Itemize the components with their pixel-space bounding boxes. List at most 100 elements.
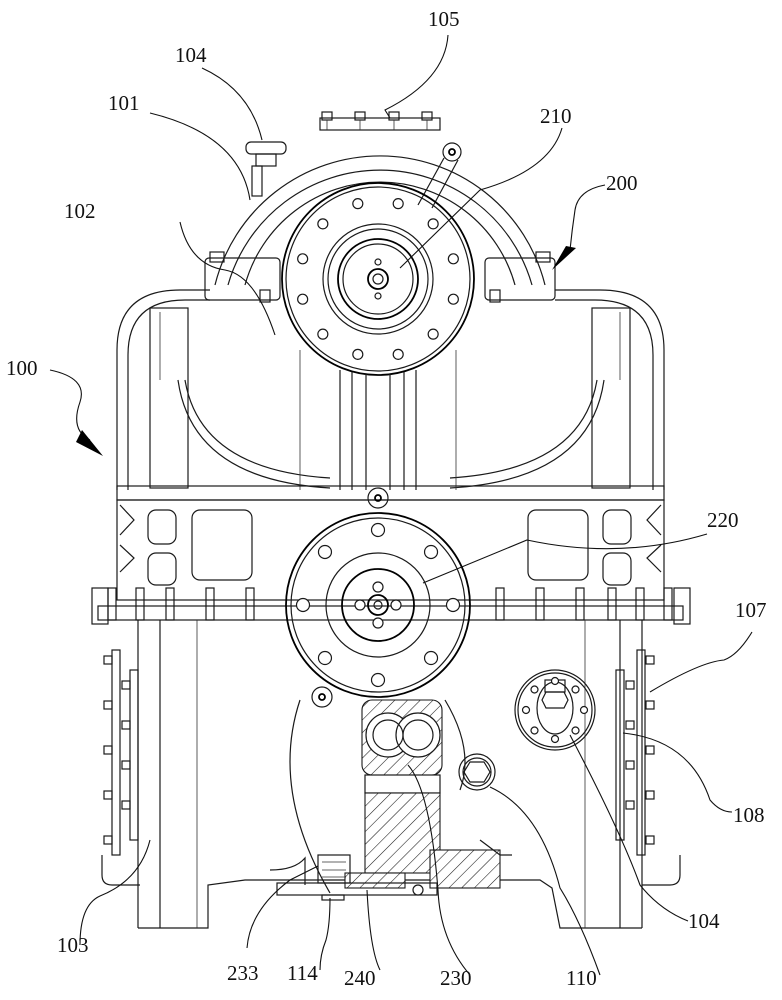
leader-104b — [570, 735, 688, 921]
label-110: 110 — [566, 966, 597, 990]
bolt-hole — [318, 329, 328, 339]
side-bolt — [122, 801, 130, 809]
side-bolt — [646, 836, 654, 844]
bolt-hole — [372, 524, 385, 537]
bolt-hole — [531, 686, 538, 693]
label-200: 200 — [606, 171, 638, 195]
bolt-hole — [523, 707, 530, 714]
base-bolt — [166, 588, 174, 620]
bolt-hole — [572, 727, 579, 734]
side-bolt — [122, 681, 130, 689]
base-bolt — [536, 588, 544, 620]
label-104-right: 104 — [688, 909, 720, 933]
bolt-hole — [298, 294, 308, 304]
base-bolt — [246, 588, 254, 620]
side-bolt — [104, 746, 112, 754]
upper-gear-housing — [205, 112, 555, 302]
lever-arm — [418, 143, 461, 208]
base-bolt — [136, 588, 144, 620]
side-bolt — [626, 721, 634, 729]
drain-plug — [459, 754, 495, 790]
bolt-hole — [297, 599, 310, 612]
leader-107 — [650, 632, 752, 692]
leader-233 — [247, 866, 318, 948]
bolt-hole — [353, 349, 363, 359]
side-bolt — [104, 656, 112, 664]
base-plate-bolts — [108, 588, 672, 620]
leader-114 — [320, 898, 330, 970]
bolt-hole — [552, 736, 559, 743]
label-108: 108 — [733, 803, 765, 827]
label-220: 220 — [707, 508, 739, 532]
frame-body — [117, 290, 664, 600]
label-114: 114 — [287, 961, 318, 985]
bolt-hole — [372, 674, 385, 687]
label-230: 230 — [440, 966, 472, 990]
leader-102 — [180, 222, 275, 335]
side-bolt — [122, 721, 130, 729]
flange-bolt-circle — [523, 678, 588, 743]
side-bolt — [104, 836, 112, 844]
label-240: 240 — [344, 966, 376, 990]
base-bolt — [206, 588, 214, 620]
bolt-hole — [531, 727, 538, 734]
bolt-hole — [425, 545, 438, 558]
leader-210 — [400, 128, 562, 268]
upper-gear — [282, 183, 474, 375]
label-104-top: 104 — [175, 43, 207, 67]
bolt-hole — [393, 349, 403, 359]
bolt-hole — [318, 219, 328, 229]
side-bolt — [122, 761, 130, 769]
label-100: 100 — [6, 356, 38, 380]
base-bolt — [576, 588, 584, 620]
leader-105 — [385, 35, 448, 118]
bolt-hole — [448, 294, 458, 304]
side-bolt — [646, 656, 654, 664]
base-bolt — [608, 588, 616, 620]
bolt-hole — [318, 652, 331, 665]
bolt-hole — [572, 686, 579, 693]
leader-104a — [202, 68, 262, 140]
side-bolt — [646, 701, 654, 709]
side-bolt — [104, 791, 112, 799]
label-105: 105 — [428, 7, 460, 31]
base-bolt — [664, 588, 672, 620]
bolt-hole — [318, 545, 331, 558]
side-bolt — [626, 681, 634, 689]
base-bolt — [636, 588, 644, 620]
bolt-hole — [447, 599, 460, 612]
bolt-hole — [428, 329, 438, 339]
lower-gear-bolt-circle — [297, 524, 460, 687]
label-103: 103 — [57, 933, 89, 957]
bolt-hole — [552, 678, 559, 685]
base-bolt — [108, 588, 116, 620]
label-107: 107 — [735, 598, 767, 622]
pump-section — [270, 700, 512, 900]
leader-108 — [623, 733, 732, 812]
leader-101 — [150, 113, 250, 200]
bolt-hole — [353, 199, 363, 209]
leader-110 — [490, 787, 600, 975]
assembly-100-arrow — [50, 370, 103, 456]
side-bolt — [626, 801, 634, 809]
label-101: 101 — [108, 91, 140, 115]
label-233: 233 — [227, 961, 259, 985]
lower-gear — [286, 513, 470, 707]
side-bolt — [626, 761, 634, 769]
flange-cover — [515, 670, 595, 750]
bolt-hole — [428, 219, 438, 229]
side-bolt — [646, 746, 654, 754]
cover-bolts — [322, 112, 432, 130]
base-bolt — [496, 588, 504, 620]
leader-240 — [367, 890, 380, 970]
assembly-200-arrow — [552, 185, 605, 270]
bolt-hole — [425, 652, 438, 665]
bolt-hole — [448, 254, 458, 264]
bolt-hole — [581, 707, 588, 714]
leader-103 — [80, 840, 150, 945]
upper-gear-bolt-circle — [298, 199, 459, 360]
bolt-hole — [393, 199, 403, 209]
side-bolt — [104, 701, 112, 709]
bolt-hole — [298, 254, 308, 264]
